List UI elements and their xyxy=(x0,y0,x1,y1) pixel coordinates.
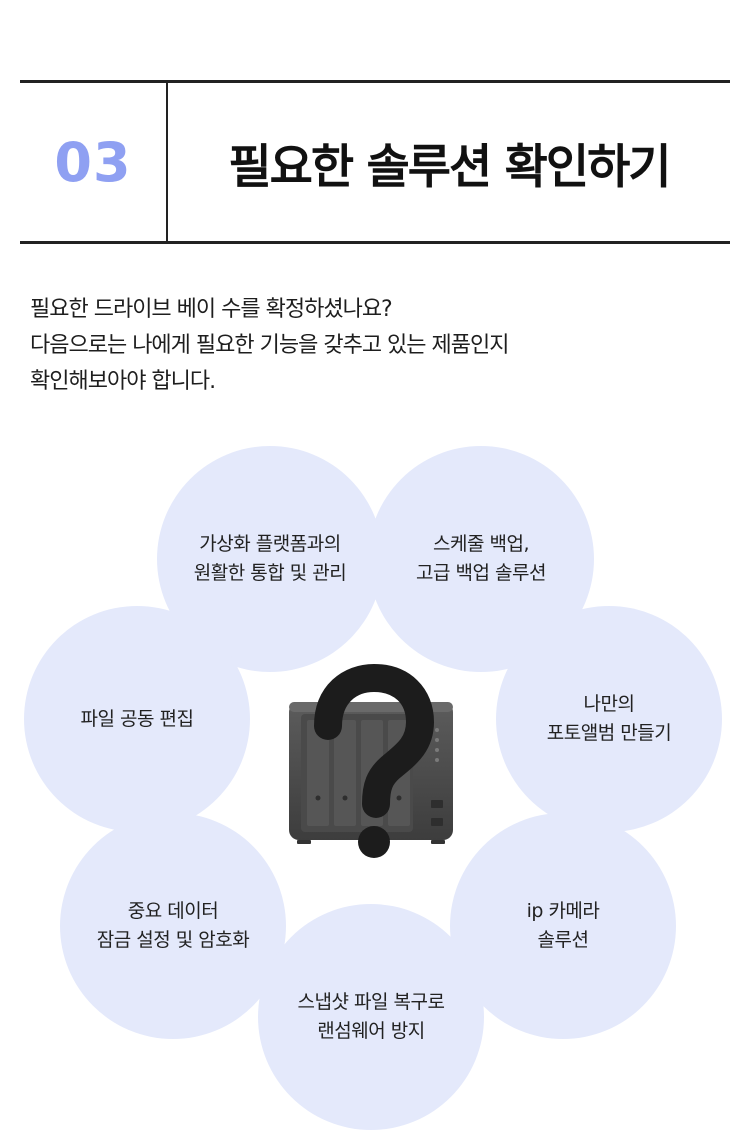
header-divider xyxy=(166,83,168,241)
feature-file-coediting: 파일 공동 편집 xyxy=(24,606,250,832)
feature-ip-camera: ip 카메라 솔루션 xyxy=(450,813,676,1039)
feature-label: 원활한 통합 및 관리 xyxy=(193,562,347,584)
feature-label: 가상화 플랫폼과의 xyxy=(199,533,341,555)
section-title: 필요한 솔루션 확인하기 xyxy=(228,139,671,195)
section-number: 03 xyxy=(54,130,132,194)
feature-label: 중요 데이터 xyxy=(127,900,219,922)
section-header: 03 필요한 솔루션 확인하기 xyxy=(20,80,730,244)
intro-paragraph: 필요한 드라이브 베이 수를 확정하셨나요? 다음으로는 나에게 필요한 기능을… xyxy=(30,292,720,400)
feature-photo-album: 나만의 포토앨범 만들기 xyxy=(496,606,722,832)
feature-label: 스냅샷 파일 복구로 xyxy=(297,991,445,1013)
feature-label: 스케줄 백업, xyxy=(433,533,529,555)
feature-data-lock-encryption: 중요 데이터 잠금 설정 및 암호화 xyxy=(60,813,286,1039)
feature-label: 나만의 xyxy=(583,693,635,715)
feature-label: 파일 공동 편집 xyxy=(80,707,194,730)
intro-line: 필요한 드라이브 베이 수를 확정하셨나요? xyxy=(30,297,393,322)
feature-label: ip 카메라 xyxy=(526,900,600,922)
intro-line: 확인해보아야 합니다. xyxy=(30,369,216,394)
feature-snapshot-recovery: 스냅샷 파일 복구로 랜섬웨어 방지 xyxy=(258,904,484,1130)
feature-label: 고급 백업 솔루션 xyxy=(416,562,546,584)
feature-label: 랜섬웨어 방지 xyxy=(317,1020,425,1042)
feature-label: 솔루션 xyxy=(537,929,589,951)
feature-label: 포토앨범 만들기 xyxy=(546,722,672,744)
intro-line: 다음으로는 나에게 필요한 기능을 갖추고 있는 제품인지 xyxy=(30,333,509,358)
feature-label: 잠금 설정 및 암호화 xyxy=(96,929,250,951)
question-mark-icon xyxy=(314,664,435,858)
